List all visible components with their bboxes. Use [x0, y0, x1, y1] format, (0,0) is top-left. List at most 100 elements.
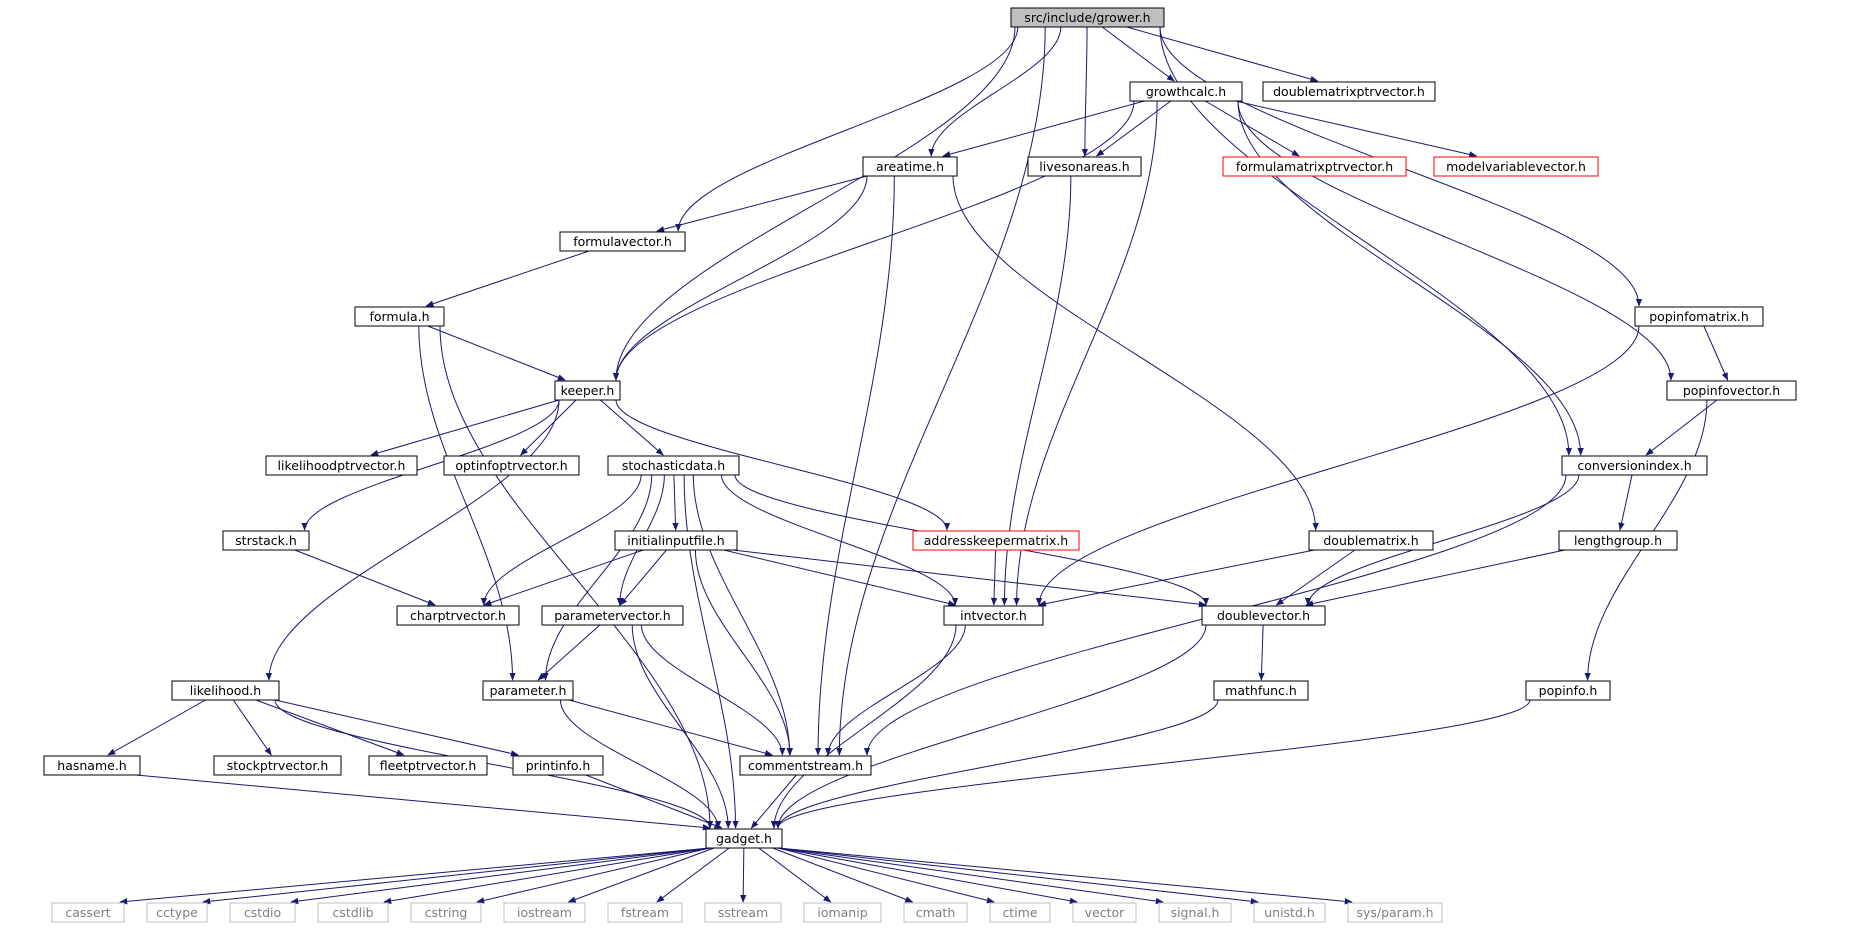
- edge-addresskeepermatrix-to-intvector: [990, 549, 998, 606]
- node-strstack[interactable]: strstack.h: [222, 530, 310, 551]
- node-label: gadget.h: [716, 831, 772, 846]
- node-cassert: cassert: [51, 902, 125, 923]
- node-popinfo[interactable]: popinfo.h: [1525, 680, 1611, 701]
- edge-commentstream-to-gadget: [750, 774, 797, 829]
- node-box: [354, 306, 445, 327]
- node-livesonareas[interactable]: livesonareas.h: [1027, 156, 1142, 177]
- node-gadget[interactable]: gadget.h: [705, 828, 783, 849]
- node-box: [410, 902, 482, 923]
- node-mathfunc[interactable]: mathfunc.h: [1213, 680, 1309, 701]
- node-doublematrixptrvector[interactable]: doublematrixptrvector.h: [1262, 81, 1436, 102]
- edge-likelihood-to-gadget: [274, 699, 714, 829]
- node-label: cmath: [916, 905, 956, 920]
- node-box: [146, 902, 208, 923]
- edge-popinfo-to-gadget: [774, 699, 1531, 829]
- node-likelihoodptrvector[interactable]: likelihoodptrvector.h: [265, 455, 418, 476]
- node-popinfomatrix[interactable]: popinfomatrix.h: [1634, 306, 1764, 327]
- node-initialinputfile[interactable]: initialinputfile.h: [614, 530, 738, 551]
- node-formulavector[interactable]: formulavector.h: [559, 231, 686, 252]
- node-addresskeepermatrix[interactable]: addresskeepermatrix.h: [912, 530, 1080, 551]
- edge-grower-to-livesonareas: [1081, 26, 1089, 157]
- dependency-edges: [107, 26, 1729, 905]
- edge-stochasticdata-to-commentstream: [692, 474, 793, 756]
- edge-doublematrix-to-intvector: [1038, 549, 1315, 607]
- node-label: cstdio: [244, 905, 281, 920]
- node-label: sstream: [718, 905, 768, 920]
- edge-growthcalc-to-areatime: [942, 100, 1145, 158]
- node-label: areatime.h: [876, 159, 944, 174]
- edge-growthcalc-to-livesonareas: [1096, 100, 1172, 157]
- node-doublematrix[interactable]: doublematrix.h: [1308, 530, 1434, 551]
- node-fleetptrvector[interactable]: fleetptrvector.h: [368, 755, 488, 776]
- node-box: [903, 902, 968, 923]
- node-stockptrvector[interactable]: stockptrvector.h: [213, 755, 342, 776]
- node-box: [222, 530, 310, 551]
- node-grower[interactable]: src/include/grower.h: [1010, 7, 1165, 28]
- header-nodes[interactable]: src/include/grower.h growthcalc.h doublema…: [43, 7, 1797, 923]
- node-label: cstring: [425, 905, 468, 920]
- node-likelihood[interactable]: likelihood.h: [171, 680, 280, 701]
- node-box: [614, 530, 738, 551]
- node-box: [1561, 455, 1708, 476]
- node-modelvariablevector[interactable]: modelvariablevector.h: [1433, 156, 1599, 177]
- edge-gadget-to-cstdio: [290, 847, 711, 905]
- node-cstdio: cstdio: [229, 902, 296, 923]
- node-label: formulamatrixptrvector.h: [1236, 159, 1393, 174]
- node-label: keeper.h: [561, 383, 615, 398]
- node-box: [1213, 680, 1309, 701]
- node-box: [912, 530, 1080, 551]
- edge-parametervector-to-parameter: [537, 624, 601, 681]
- node-parameter[interactable]: parameter.h: [482, 680, 574, 701]
- node-formulamatrixptrvector[interactable]: formulamatrixptrvector.h: [1222, 156, 1407, 177]
- node-iomanip: iomanip: [803, 902, 882, 923]
- node-commentstream[interactable]: commentstream.h: [739, 755, 872, 776]
- node-printinfo[interactable]: printinfo.h: [512, 755, 604, 776]
- node-label: cctype: [156, 905, 198, 920]
- node-cctype: cctype: [146, 902, 208, 923]
- edge-doublematrix-to-doublevector: [1275, 549, 1356, 606]
- edge-hasname-to-gadget: [135, 774, 711, 831]
- edge-likelihood-to-printinfo: [274, 699, 519, 757]
- node-label: modelvariablevector.h: [1446, 159, 1586, 174]
- node-label: doublevector.h: [1217, 608, 1310, 623]
- node-parametervector[interactable]: parametervector.h: [541, 605, 684, 626]
- edge-formula-to-parameter: [418, 325, 516, 681]
- edge-initialinputfile-to-doublevector: [732, 549, 1207, 608]
- node-doublevector[interactable]: doublevector.h: [1201, 605, 1326, 626]
- node-lengthgroup[interactable]: lengthgroup.h: [1558, 530, 1678, 551]
- edge-gadget-to-cassert: [119, 847, 711, 905]
- node-keeper[interactable]: keeper.h: [554, 380, 621, 401]
- node-optinfoptrvector[interactable]: optinfoptrvector.h: [443, 455, 580, 476]
- node-box: [1072, 902, 1137, 923]
- node-charptrvector[interactable]: charptrvector.h: [396, 605, 520, 626]
- node-box: [607, 902, 683, 923]
- node-label: iostream: [517, 905, 572, 920]
- node-hasname[interactable]: hasname.h: [43, 755, 141, 776]
- edge-stochasticdata-to-intvector: [721, 474, 959, 606]
- node-cmath: cmath: [903, 902, 968, 923]
- edge-gadget-to-sstream: [740, 847, 747, 903]
- node-areatime[interactable]: areatime.h: [862, 156, 958, 177]
- edge-grower-to-doublematrixptrvector: [1126, 26, 1319, 83]
- node-intvector[interactable]: intvector.h: [943, 605, 1044, 626]
- node-label: conversionindex.h: [1577, 458, 1691, 473]
- node-box: [705, 828, 783, 849]
- node-stochasticdata[interactable]: stochasticdata.h: [607, 455, 740, 476]
- edge-stochasticdata-to-charptrvector: [480, 474, 642, 606]
- node-box: [704, 902, 782, 923]
- node-box: [1027, 156, 1142, 177]
- edge-stochasticdata-to-gadget: [683, 474, 739, 829]
- edge-keeper-to-likelihoodptrvector: [370, 399, 560, 457]
- node-label: optinfoptrvector.h: [455, 458, 567, 473]
- edge-keeper-to-likelihood: [265, 399, 560, 681]
- node-label: charptrvector.h: [410, 608, 506, 623]
- edge-gadget-to-unistd: [777, 847, 1259, 905]
- node-conversionindex[interactable]: conversionindex.h: [1561, 455, 1708, 476]
- node-label: lengthgroup.h: [1574, 533, 1662, 548]
- node-growthcalc[interactable]: growthcalc.h: [1129, 81, 1243, 102]
- node-label: cstdlib: [332, 905, 373, 920]
- node-popinfovector[interactable]: popinfovector.h: [1666, 380, 1797, 401]
- edge-gadget-to-cstring: [476, 847, 711, 904]
- node-formula[interactable]: formula.h: [354, 306, 445, 327]
- edge-initialinputfile-to-charptrvector: [483, 549, 644, 606]
